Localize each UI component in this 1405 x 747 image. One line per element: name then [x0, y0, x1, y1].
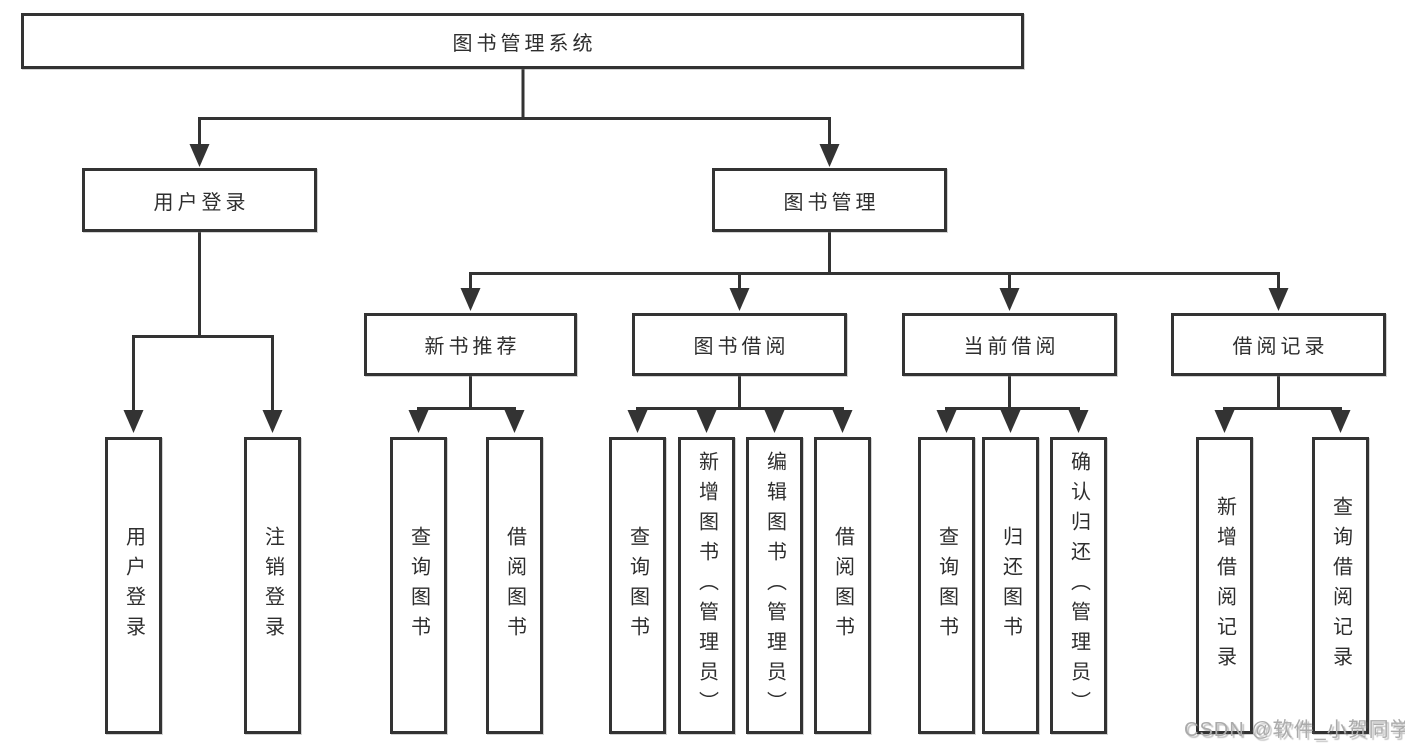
- leaf-edit-book-admin: 编辑图书（管理员）: [746, 437, 803, 734]
- connector-current-borrow: [945, 376, 1080, 412]
- arrow-down-icon: [504, 410, 525, 433]
- arrow-down-icon: [764, 410, 785, 433]
- node-new-book-recommend: 新书推荐: [364, 313, 577, 376]
- arrow-down-icon: [936, 410, 957, 433]
- arrow-down-icon: [460, 288, 481, 311]
- leaf-add-book-admin: 新增图书（管理员）: [678, 437, 735, 734]
- node-book-borrow: 图书借阅: [632, 313, 847, 376]
- connector-user-login: [132, 232, 274, 412]
- arrow-down-icon: [832, 410, 853, 433]
- leaf-query-borrow-record: 查询借阅记录: [1312, 437, 1369, 734]
- arrow-down-icon: [123, 410, 144, 433]
- csdn-watermark: CSDN @软件_小贺同学: [1184, 719, 1405, 741]
- node-root-system: 图书管理系统: [21, 13, 1024, 69]
- arrow-down-icon: [262, 410, 283, 433]
- node-borrow-record: 借阅记录: [1171, 313, 1386, 376]
- leaf-add-borrow-record: 新增借阅记录: [1196, 437, 1253, 734]
- leaf-borrow-book-recommend: 借阅图书: [486, 437, 543, 734]
- arrow-down-icon: [1068, 410, 1089, 433]
- connector-book-borrow: [636, 376, 844, 412]
- arrow-down-icon: [1000, 410, 1021, 433]
- arrow-down-icon: [1330, 410, 1351, 433]
- leaf-return-book: 归还图书: [982, 437, 1039, 734]
- arrow-down-icon: [627, 410, 648, 433]
- leaf-borrow-book: 借阅图书: [814, 437, 871, 734]
- arrow-down-icon: [408, 410, 429, 433]
- arrow-down-icon: [999, 288, 1020, 311]
- node-user-login: 用户登录: [82, 168, 317, 232]
- leaf-confirm-return-admin: 确认归还（管理员）: [1050, 437, 1107, 734]
- connector-borrow-record: [1223, 376, 1342, 412]
- leaf-logout: 注销登录: [244, 437, 301, 734]
- connector-book-management: [469, 232, 1280, 290]
- leaf-query-book-current: 查询图书: [918, 437, 975, 734]
- arrow-down-icon: [189, 144, 210, 167]
- node-book-management: 图书管理: [712, 168, 947, 232]
- arrow-down-icon: [1214, 410, 1235, 433]
- leaf-user-login: 用户登录: [105, 437, 162, 734]
- arrow-down-icon: [819, 144, 840, 167]
- arrow-down-icon: [1268, 288, 1289, 311]
- connector-root: [198, 69, 831, 146]
- connector-new-book-recommend: [417, 376, 516, 412]
- arrowheads: [123, 144, 1351, 433]
- leaf-query-book-borrow: 查询图书: [609, 437, 666, 734]
- arrow-down-icon: [696, 410, 717, 433]
- node-current-borrow: 当前借阅: [902, 313, 1117, 376]
- leaf-query-book-recommend: 查询图书: [390, 437, 447, 734]
- arrow-down-icon: [729, 288, 750, 311]
